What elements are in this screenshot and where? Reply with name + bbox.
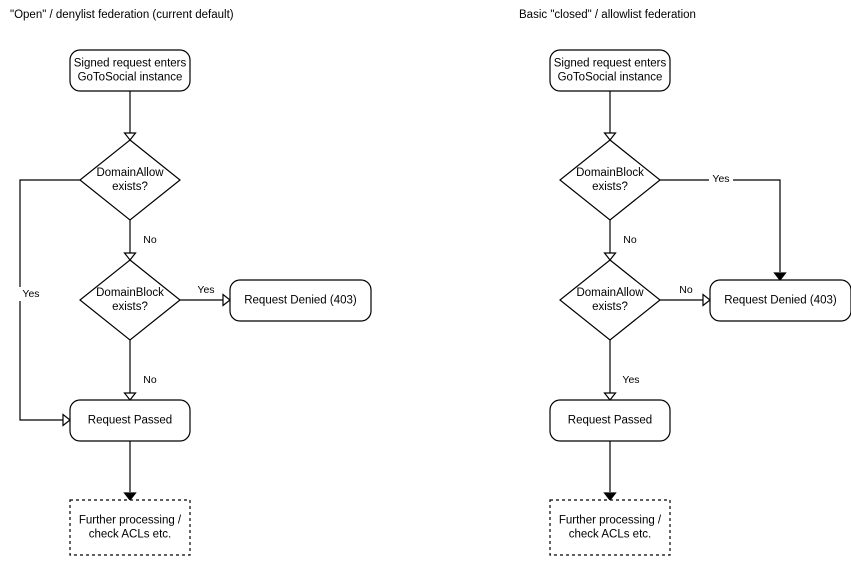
optional-process-shape [69,499,191,556]
edge-label-backdrop [618,233,642,247]
edge-left-start-to-allow [123,91,137,141]
edge-label: Yes [197,284,214,296]
process-shape [549,399,671,442]
node-label-line: exists? [592,301,628,313]
process-shape [709,279,851,322]
edge-label: Yes [712,173,729,185]
node-label-line: Further processing / [559,515,662,527]
node-label-line: DomainAllow [96,167,164,179]
edge-line [660,179,781,272]
process-shape [229,279,372,322]
panel-title-open-denylist: "Open" / denylist federation (current de… [10,9,234,21]
node-label-line: DomainBlock [576,167,644,179]
edge-right-start-to-block [603,91,617,141]
edge-left-block-no: No [123,340,162,401]
process-shape [69,49,191,92]
arrowhead-icon [62,413,71,427]
decision-shape [559,259,661,341]
node-right-domain-allow: DomainAllow exists? [559,259,661,341]
edge-left-passed-to-further [123,441,137,501]
edge-right-allow-yes: Yes [603,340,643,401]
node-label-line: Request Passed [568,415,652,427]
edge-label: No [143,234,157,246]
arrowhead-icon [123,132,137,141]
arrowhead-icon [123,392,137,401]
node-right-denied: Request Denied (403) [709,279,851,322]
edge-label-backdrop [709,172,733,186]
edge-left-block-yes: Yes [180,283,231,307]
node-left-further: Further processing / check ACLs etc. [69,499,191,556]
node-label-line: Signed request enters [74,58,187,70]
arrowhead-icon [123,252,137,261]
arrowhead-icon [702,293,711,307]
node-left-domain-block: DomainBlock exists? [79,259,181,341]
arrowhead-icon [603,132,617,141]
edge-label-backdrop [138,373,162,387]
node-right-passed: Request Passed [549,399,671,442]
edge-right-block-yes: Yes [660,172,787,281]
panel-title-closed-allowlist: Basic "closed" / allowlist federation [519,9,696,21]
process-shape [69,399,191,442]
edge-label-backdrop [138,233,162,247]
optional-process-shape [549,499,671,556]
node-label-line: Request Denied (403) [724,295,837,307]
edge-label-backdrop [619,373,643,387]
process-shape [549,49,671,92]
arrowhead-icon [222,293,231,307]
node-right-domain-block: DomainBlock exists? [559,139,661,221]
node-label-line: Signed request enters [554,58,667,70]
edge-label: No [623,234,637,246]
node-right-further: Further processing / check ACLs etc. [549,499,671,556]
edge-label-backdrop [19,287,43,301]
arrowhead-icon [773,272,787,281]
node-left-domain-allow: DomainAllow exists? [79,139,181,221]
arrowhead-icon [603,392,617,401]
edge-right-passed-to-further [603,441,617,501]
node-label-line: Further processing / [79,515,182,527]
edge-left-allow-yes: Yes [19,179,80,427]
node-label-line: DomainAllow [576,287,644,299]
edge-label-backdrop [674,283,698,297]
edge-right-allow-no: No [660,283,711,307]
edge-label: No [679,284,693,296]
node-label-line: GoToSocial instance [78,72,183,84]
arrowhead-icon [123,492,137,501]
decision-shape [79,139,181,221]
node-left-passed: Request Passed [69,399,191,442]
node-label-line: exists? [112,301,148,313]
node-label-line: exists? [112,181,148,193]
node-label-line: GoToSocial instance [558,72,663,84]
node-label-line: exists? [592,181,628,193]
edge-right-block-no: No [603,220,642,261]
node-label-line: check ACLs etc. [569,529,651,541]
node-label-line: Request Denied (403) [244,295,357,307]
node-left-denied: Request Denied (403) [229,279,372,322]
node-label-line: Request Passed [88,415,172,427]
edge-label: No [143,374,157,386]
edge-label: Yes [622,374,639,386]
edge-label-backdrop [194,283,218,297]
node-label-line: check ACLs etc. [89,529,171,541]
edge-left-allow-no: No [123,220,162,261]
decision-shape [559,139,661,221]
edge-label: Yes [22,288,39,300]
node-label-line: DomainBlock [96,287,164,299]
decision-shape [79,259,181,341]
arrowhead-icon [603,252,617,261]
arrowhead-icon [603,492,617,501]
